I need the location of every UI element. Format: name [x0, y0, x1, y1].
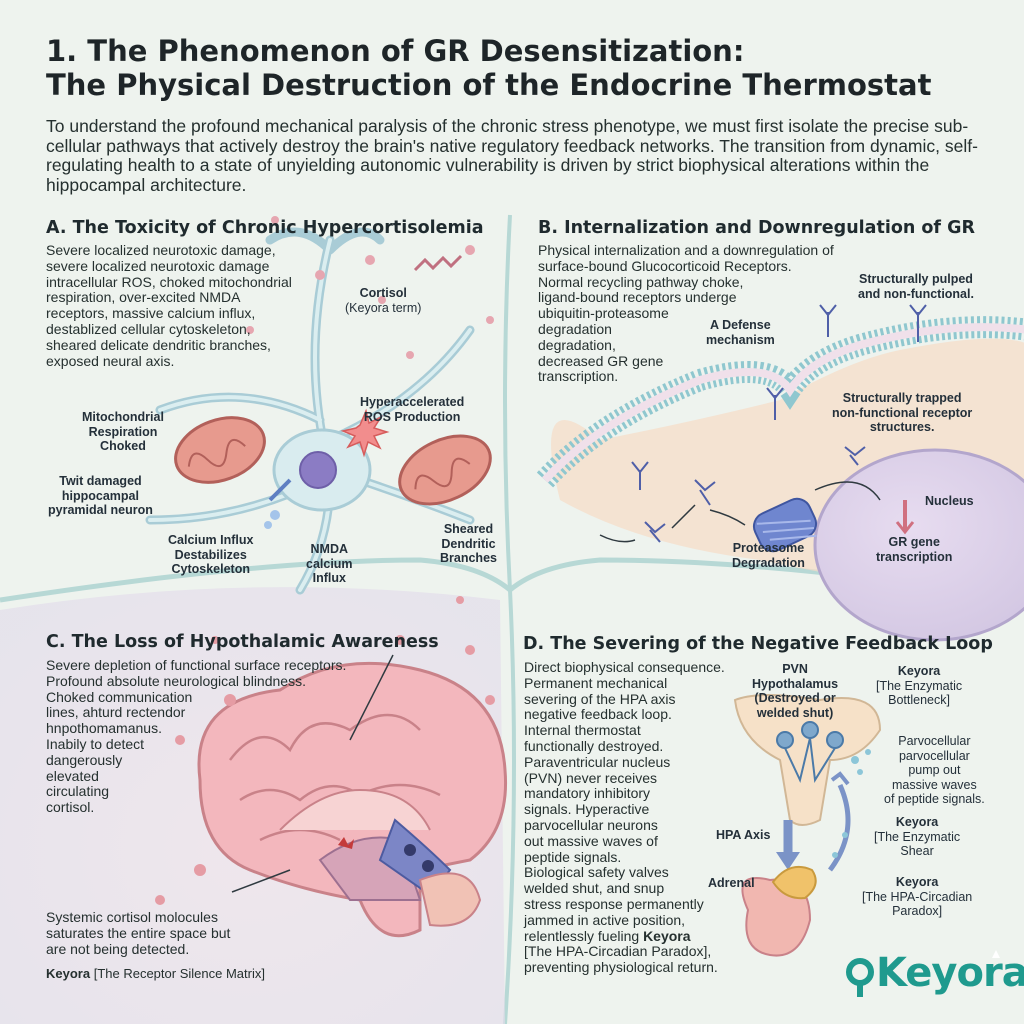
panel-a-body: Severe localized neurotoxic damage, seve…: [46, 242, 292, 369]
label-cortisol: Cortisol (Keyora term): [345, 286, 422, 315]
panel-c-footer: Keyora [The Receptor Silence Matrix]: [46, 966, 265, 982]
label-hpa-axis: HPA Axis: [716, 828, 771, 842]
label-nucleus: Nucleus: [925, 494, 974, 508]
intro-paragraph: To understand the profound mechanical pa…: [46, 116, 978, 195]
keyora-logo-icon: [846, 950, 1000, 997]
hpa-axis-illustration: [733, 694, 882, 957]
panel-d-body-brand: Keyora: [643, 927, 691, 944]
panel-c-footer-brand: Keyora: [46, 966, 91, 981]
title-line-2: The Physical Destruction of the Endocrin…: [46, 68, 932, 102]
panel-c-heading: C. The Loss of Hypothalamic Awareness: [46, 632, 439, 652]
label-adrenal: Adrenal: [708, 876, 755, 890]
neuron-illustration: [145, 216, 494, 595]
title-line-1: 1. The Phenomenon of GR Desensitization:: [46, 34, 745, 68]
panel-b-heading: B. Internalization and Downregulation of…: [538, 218, 975, 238]
panel-b-body: Physical internalization and a downregul…: [538, 242, 834, 385]
panel-c-footer-term: [The Receptor Silence Matrix]: [93, 966, 265, 981]
brain-illustration: [155, 596, 508, 938]
page-title: 1. The Phenomenon of GR Desensitization:…: [46, 34, 1006, 102]
panel-d-heading: D. The Severing of the Negative Feedback…: [523, 634, 993, 654]
keyora-logo-text: Keyora: [876, 950, 1024, 996]
panel-c-body: Severe depletion of functional surface r…: [46, 657, 347, 816]
panel-d-body: Direct biophysical consequence.Permanent…: [524, 659, 725, 976]
panel-a-heading: A. The Toxicity of Chronic Hypercortisol…: [46, 218, 484, 238]
cell-membrane-illustration: [536, 304, 1024, 642]
